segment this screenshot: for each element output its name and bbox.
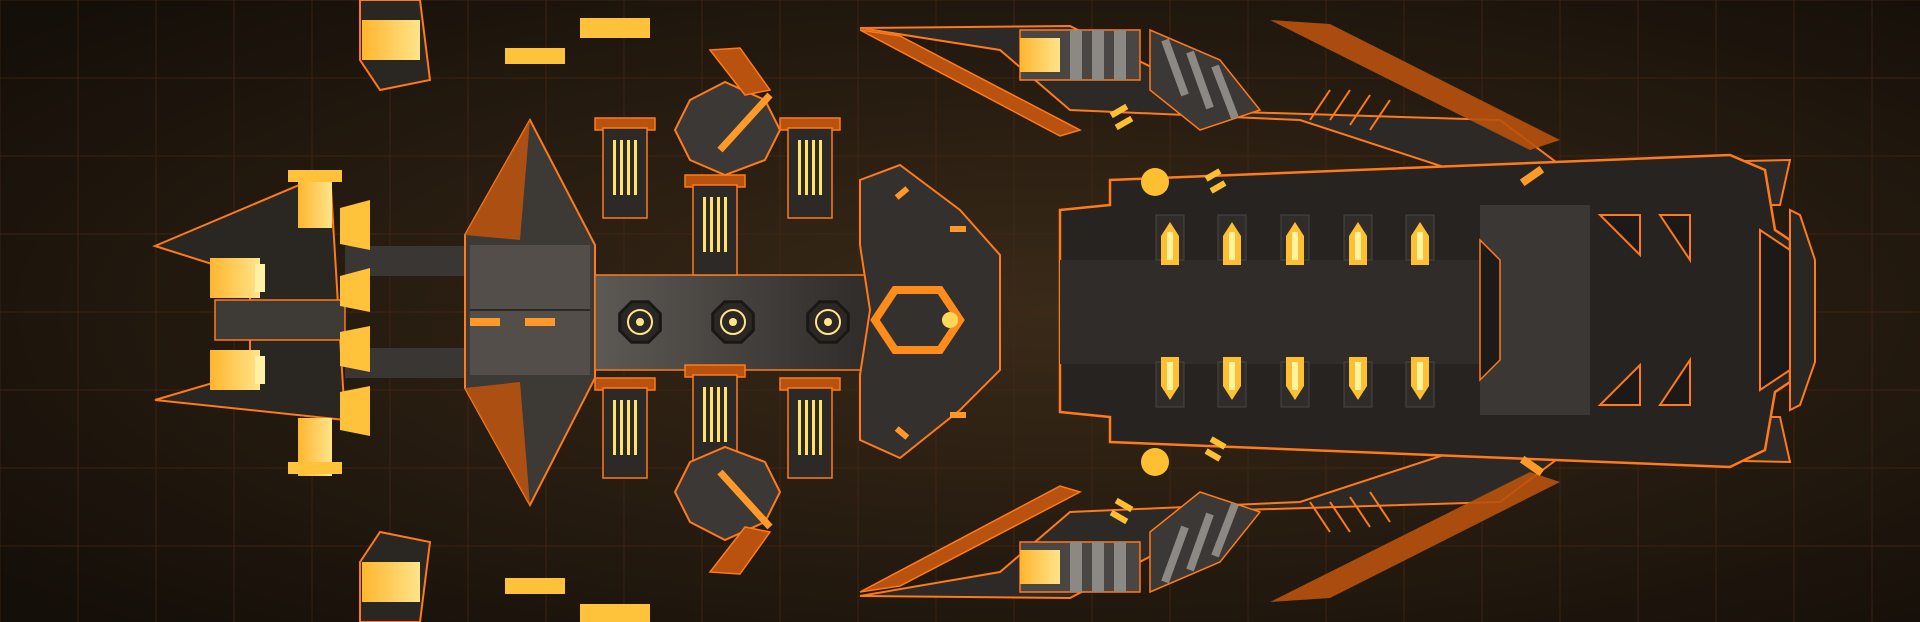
turret-icon [1405, 214, 1435, 265]
side-engine-top [1019, 28, 1262, 131]
rear-thruster-top-vertical [288, 170, 342, 228]
nose-armor [1597, 214, 1791, 406]
turret-icon [1343, 357, 1373, 408]
module-2 [684, 174, 746, 276]
reactor-icon [711, 300, 755, 344]
turret-array [1155, 214, 1435, 408]
turret-icon [1155, 214, 1185, 265]
turret-icon [1217, 357, 1247, 408]
nose-tip [1789, 208, 1816, 412]
rear-thruster-bottom-vertical [288, 418, 342, 476]
shield-gear-icon [1141, 168, 1169, 476]
turret-icon [1405, 357, 1435, 408]
side-engine-bottom [1019, 491, 1262, 594]
rear-thruster-lower [210, 350, 265, 390]
turret-icon [1217, 214, 1247, 265]
fin-thrusters [340, 200, 370, 436]
turret-icon [1155, 357, 1185, 408]
crew-modules [594, 117, 841, 479]
engine-slats [1309, 89, 1391, 533]
module-5 [684, 364, 746, 466]
aft-armor-section [464, 117, 596, 508]
wing-blade-bottom [708, 526, 772, 575]
module-1 [594, 117, 656, 219]
gun-pod-bottom [673, 445, 782, 542]
wing-thruster-bottom [359, 530, 650, 622]
turret-icon [1280, 214, 1310, 265]
turret-icon [1343, 214, 1373, 265]
rear-thruster-upper [210, 258, 265, 298]
reactor-icon [618, 300, 662, 344]
reactor-block [594, 274, 886, 371]
missile-icon [894, 165, 1545, 477]
module-6 [779, 377, 841, 479]
turret-icon [1280, 357, 1310, 408]
module-3 [779, 117, 841, 219]
command-bridge [859, 163, 1001, 460]
wing-thruster-top [359, 0, 650, 92]
crew-icon [1109, 103, 1227, 525]
gun-pod-top [673, 80, 782, 177]
rear-engine-block [152, 170, 465, 422]
reactor-icon [806, 300, 850, 344]
module-4 [594, 377, 656, 479]
wing-blade-top [708, 47, 772, 96]
missile-icon [470, 318, 555, 326]
